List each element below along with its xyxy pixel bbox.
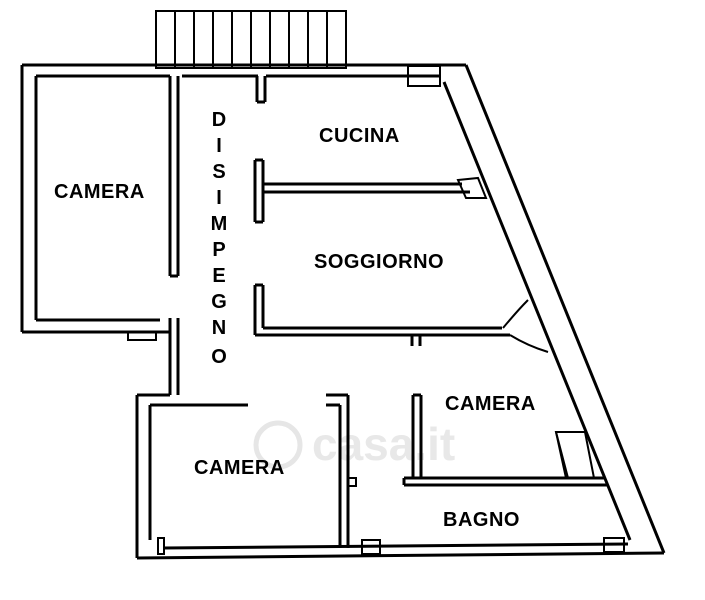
disimpegno-letter: E: [212, 265, 225, 287]
disimpegno-letter: I: [216, 135, 222, 157]
room-label-disimpegno: D I S I M P E G N O: [211, 109, 228, 368]
wall-junction: [456, 176, 488, 199]
room-label-bagno: BAGNO: [443, 509, 520, 531]
disimpegno-letter: N: [212, 317, 226, 339]
room-label-soggiorno: SOGGIORNO: [314, 251, 444, 273]
watermark-text: casa.it: [312, 418, 455, 470]
pillar: [603, 537, 625, 553]
disimpegno-letter: S: [212, 161, 225, 183]
pillar: [361, 539, 381, 555]
disimpegno-letter: I: [216, 187, 222, 209]
room-label-camera-bottom: CAMERA: [194, 457, 285, 479]
door-swing: [502, 299, 529, 329]
wall-details: [127, 65, 625, 555]
stairs: [155, 10, 347, 69]
room-label-cucina: CUCINA: [319, 125, 400, 147]
room-label-camera-right: CAMERA: [445, 393, 536, 415]
watermark: casa.it: [253, 418, 455, 470]
pillar: [157, 537, 165, 555]
interior-walls: [168, 76, 607, 548]
window-notch: [127, 331, 157, 341]
pillar: [347, 477, 357, 487]
disimpegno-letter: O: [211, 346, 227, 368]
room-label-camera-left: CAMERA: [54, 181, 145, 203]
disimpegno-letter: G: [211, 291, 227, 313]
window-notch: [407, 65, 441, 87]
disimpegno-letter: P: [212, 239, 225, 261]
shaft: [554, 431, 596, 479]
outer-walls: [20, 63, 666, 560]
watermark-logo-icon: [253, 420, 303, 470]
disimpegno-letter: D: [212, 109, 226, 131]
disimpegno-letter: M: [211, 213, 228, 235]
door-swing: [509, 334, 549, 353]
